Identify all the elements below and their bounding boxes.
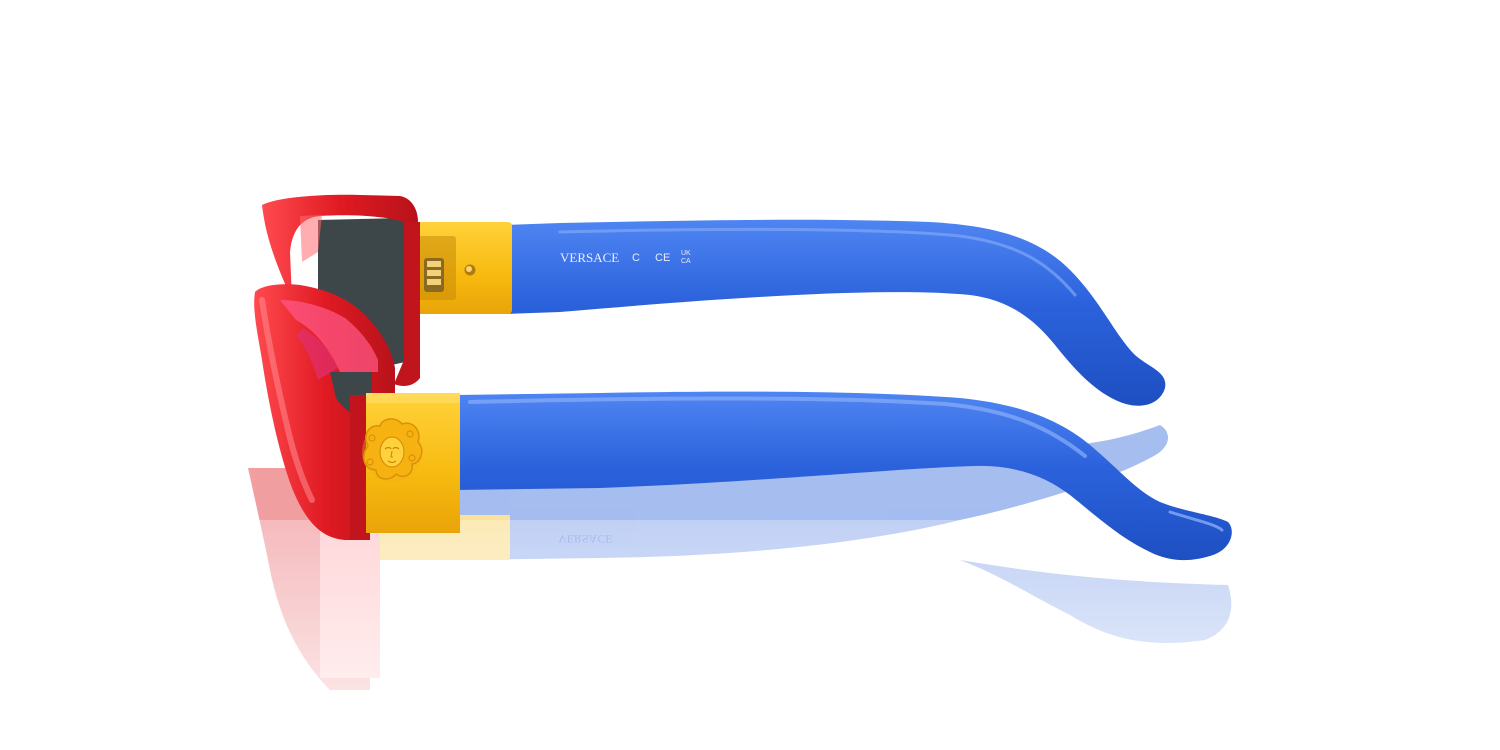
front-frame <box>254 284 395 540</box>
medusa-head-icon <box>362 418 423 482</box>
svg-text:VERSACE: VERSACE <box>558 532 613 546</box>
back-hinge <box>402 222 512 314</box>
imprint-c: C <box>632 252 640 264</box>
front-temple <box>455 391 1232 561</box>
back-frame-front <box>262 194 420 386</box>
back-temple: VERSACE C CE UK CA <box>505 219 1166 406</box>
imprint-ca: CA <box>681 258 691 265</box>
brand-imprint: VERSACE <box>560 250 619 265</box>
imprint-uk: UK <box>681 250 691 257</box>
imprint-ce: CE <box>655 252 670 264</box>
